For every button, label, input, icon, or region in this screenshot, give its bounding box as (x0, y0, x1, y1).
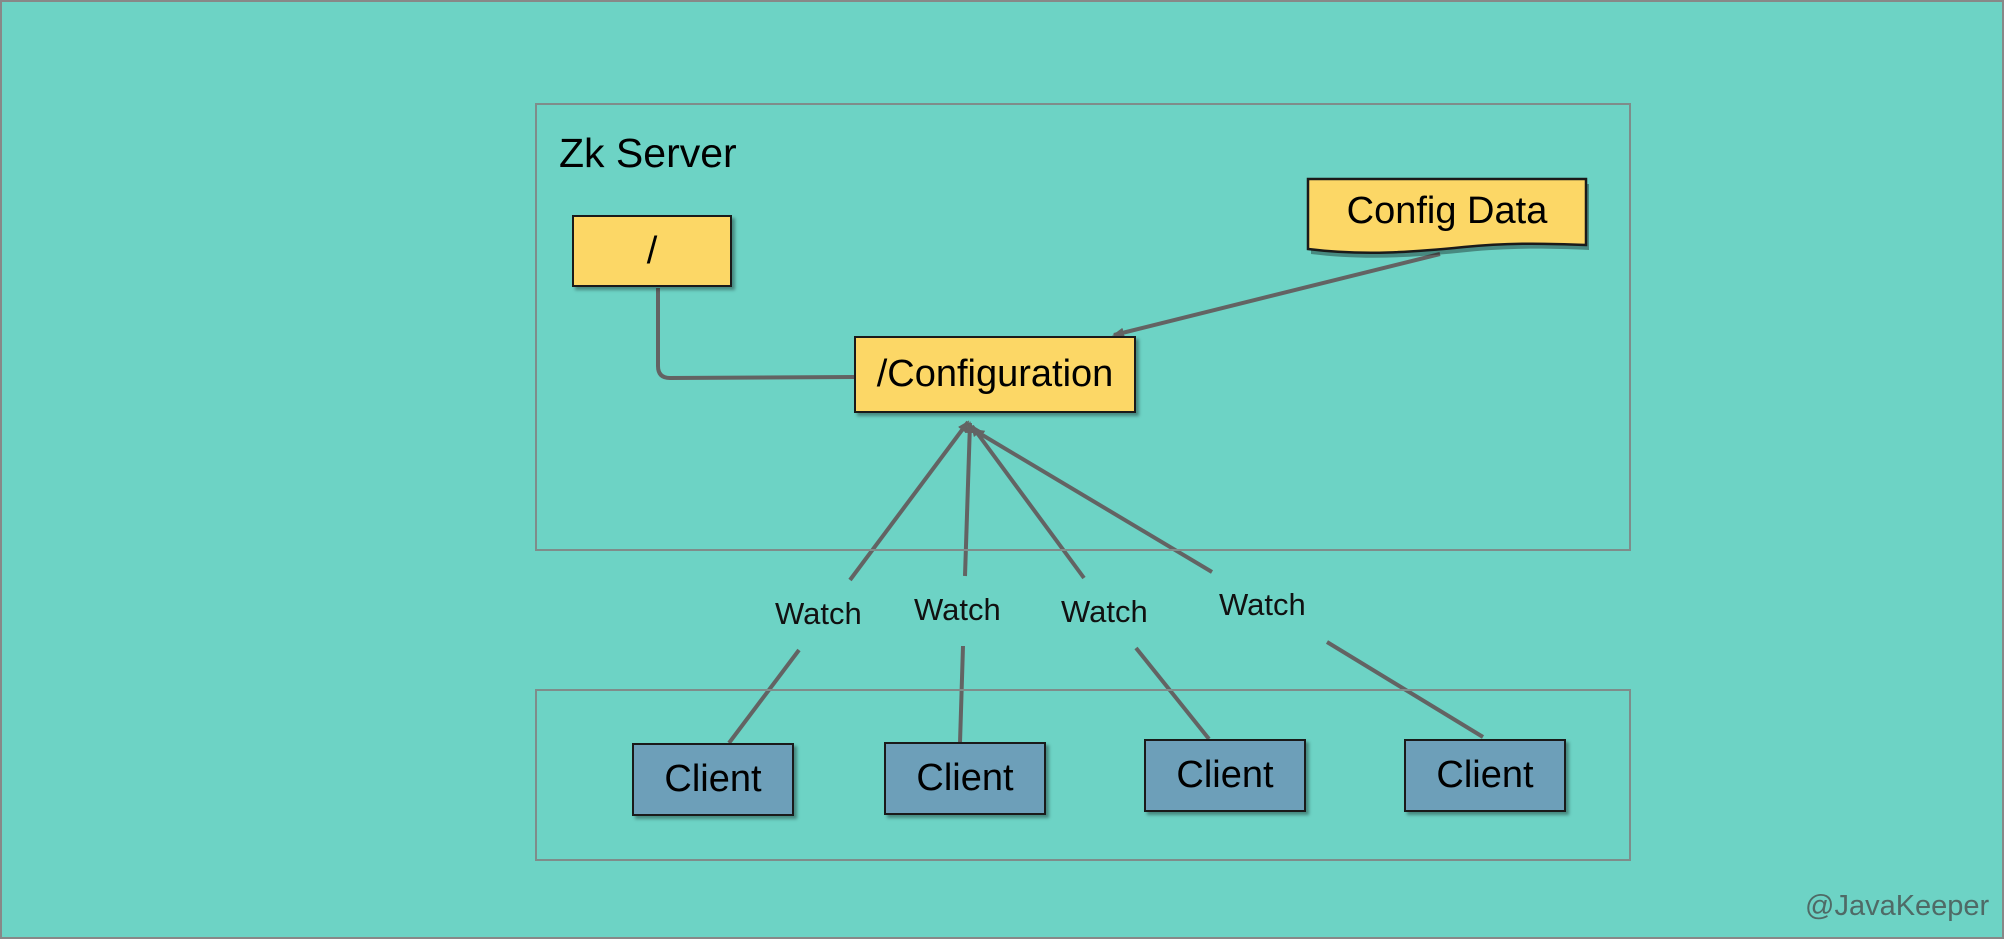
watch-edge-4-upper (972, 428, 1214, 574)
watch-edge-3-lower (1134, 646, 1211, 741)
watch-label-2: Watch (914, 592, 1001, 627)
watch-edge-1-upper (848, 420, 970, 582)
clients-container (535, 689, 1631, 861)
configuration-node: /Configuration (854, 336, 1136, 413)
client-node-1: Client (632, 743, 794, 816)
watch-edge-3-upper (970, 424, 1086, 580)
config-data-to-configuration-arrow (1112, 252, 1441, 338)
watermark-text: @JavaKeeper (1805, 890, 1990, 922)
watch-label-3: Watch (1061, 594, 1148, 629)
root-node: / (572, 215, 732, 287)
watch-label-1: Watch (775, 596, 862, 631)
watch-edge-2-lower (958, 645, 965, 744)
config-data-label: Config Data (1346, 190, 1548, 232)
config-data-node: Config Data (1306, 177, 1590, 262)
client-node-2: Client (884, 742, 1046, 815)
config-data-shape (1306, 177, 1589, 258)
zk-server-container (535, 103, 1631, 551)
root-to-configuration-edge (656, 288, 855, 381)
watch-edge-1-lower (727, 648, 801, 745)
watch-label-4: Watch (1219, 587, 1306, 622)
client-node-4: Client (1404, 739, 1566, 812)
zk-server-title: Zk Server (559, 130, 737, 176)
client-node-3: Client (1144, 739, 1306, 812)
